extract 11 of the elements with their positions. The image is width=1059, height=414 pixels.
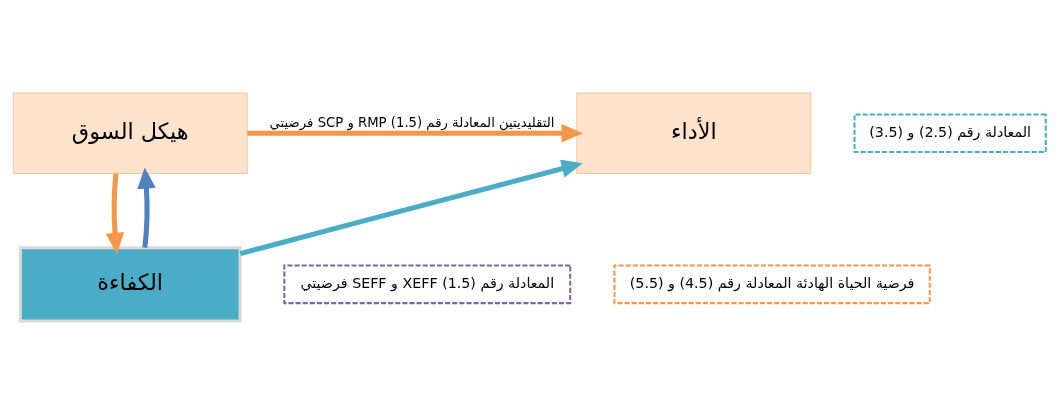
node-box: فرضية الحياة الهادئة المعادلة رقم (4.5) و (5.5): [613, 264, 931, 305]
arrow: [105, 173, 125, 254]
node-box: الأداء: [576, 92, 812, 174]
edge-label: فرضيتي SCP و RMP التقليديتين المعادلة رقم (1.5): [269, 114, 555, 130]
node-box: الكفاءة: [18, 246, 242, 323]
arrow: [239, 159, 583, 257]
node-box: المعادلة رقم (2.5) و (3.5): [853, 113, 1047, 154]
node-box: فرضيتي SEFF و XEFF المعادلة رقم (1.5): [283, 264, 572, 305]
node-box: هيكل السوق: [12, 92, 248, 174]
arrow: [137, 167, 156, 248]
arrow: [247, 124, 583, 143]
